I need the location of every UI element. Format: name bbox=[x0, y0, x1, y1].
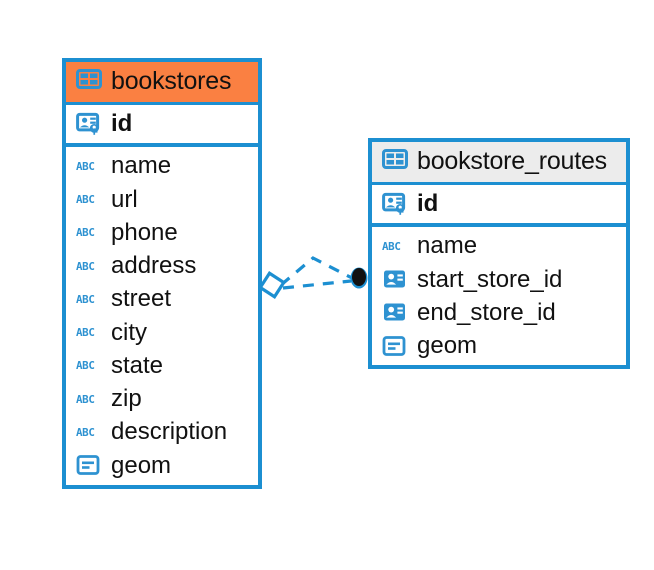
field-row-geom[interactable]: geom bbox=[66, 449, 258, 482]
field-row-primary-key[interactable]: id bbox=[66, 105, 258, 143]
svg-text:ABC: ABC bbox=[76, 426, 95, 439]
abc-text-icon: ABC bbox=[382, 239, 408, 253]
field-label: state bbox=[111, 351, 164, 379]
field-row-name[interactable]: ABC name bbox=[66, 149, 258, 182]
geometry-icon bbox=[76, 454, 102, 476]
abc-text-icon: ABC bbox=[76, 159, 102, 173]
entity-table-bookstores[interactable]: bookstores id bbox=[62, 58, 262, 489]
relationship-line-lower bbox=[282, 279, 352, 290]
foreign-key-icon bbox=[382, 268, 408, 290]
field-row-zip[interactable]: ABC zip bbox=[66, 382, 258, 415]
field-list-bookstores: ABC name ABC url ABC p bbox=[66, 147, 258, 485]
field-label: id bbox=[111, 110, 133, 137]
primary-key-section-bookstores: id bbox=[66, 102, 258, 148]
field-label: zip bbox=[111, 385, 142, 413]
abc-text-icon: ABC bbox=[76, 259, 102, 273]
field-row-city[interactable]: ABC city bbox=[66, 316, 258, 349]
field-row-phone[interactable]: ABC phone bbox=[66, 216, 258, 249]
diamond-outline-marker bbox=[258, 271, 286, 299]
primary-key-icon bbox=[382, 191, 408, 217]
svg-text:ABC: ABC bbox=[76, 326, 95, 339]
foreign-key-icon bbox=[382, 301, 408, 323]
primary-key-icon bbox=[76, 111, 102, 137]
abc-text-icon: ABC bbox=[76, 392, 102, 406]
abc-text-icon: ABC bbox=[76, 292, 102, 306]
field-row-end-store-id[interactable]: end_store_id bbox=[372, 296, 626, 329]
field-row-start-store-id[interactable]: start_store_id bbox=[372, 263, 626, 296]
field-label: url bbox=[111, 185, 138, 213]
field-row-primary-key[interactable]: id bbox=[372, 185, 626, 223]
field-label: id bbox=[417, 190, 439, 217]
abc-text-icon: ABC bbox=[76, 225, 102, 239]
field-row-geom[interactable]: geom bbox=[372, 329, 626, 362]
field-label: street bbox=[111, 285, 172, 313]
table-grid-icon bbox=[76, 67, 102, 96]
abc-text-icon: ABC bbox=[76, 358, 102, 372]
field-label: address bbox=[111, 252, 197, 280]
field-label: name bbox=[111, 152, 172, 180]
field-label: geom bbox=[417, 332, 478, 360]
svg-text:ABC: ABC bbox=[76, 160, 95, 173]
abc-text-icon: ABC bbox=[76, 325, 102, 339]
field-label: end_store_id bbox=[417, 298, 556, 326]
abc-text-icon: ABC bbox=[76, 192, 102, 206]
relationship-line-upper bbox=[279, 256, 353, 287]
svg-text:ABC: ABC bbox=[76, 226, 95, 239]
entity-table-bookstore-routes[interactable]: bookstore_routes bbox=[368, 138, 630, 370]
entity-header-bookstores[interactable]: bookstores bbox=[66, 62, 258, 102]
svg-text:ABC: ABC bbox=[76, 193, 95, 206]
svg-text:ABC: ABC bbox=[76, 293, 95, 306]
field-label: start_store_id bbox=[417, 265, 563, 293]
abc-text-icon: ABC bbox=[76, 425, 102, 439]
field-label: city bbox=[111, 318, 147, 346]
field-row-state[interactable]: ABC state bbox=[66, 349, 258, 382]
entity-name-label: bookstores bbox=[111, 67, 232, 95]
field-row-name[interactable]: ABC name bbox=[372, 229, 626, 262]
field-row-address[interactable]: ABC address bbox=[66, 249, 258, 282]
entity-header-bookstore-routes[interactable]: bookstore_routes bbox=[372, 142, 626, 182]
entity-name-label: bookstore_routes bbox=[417, 147, 607, 175]
field-label: description bbox=[111, 418, 228, 446]
svg-text:ABC: ABC bbox=[76, 393, 95, 406]
field-row-street[interactable]: ABC street bbox=[66, 282, 258, 315]
filled-circle-marker bbox=[350, 267, 368, 289]
field-row-url[interactable]: ABC url bbox=[66, 183, 258, 216]
field-row-description[interactable]: ABC description bbox=[66, 415, 258, 448]
svg-text:ABC: ABC bbox=[76, 359, 95, 372]
field-list-bookstore-routes: ABC name start_store_id bbox=[372, 227, 626, 365]
field-label: name bbox=[417, 232, 478, 260]
svg-text:ABC: ABC bbox=[382, 240, 401, 253]
field-label: phone bbox=[111, 218, 178, 246]
svg-text:ABC: ABC bbox=[76, 260, 95, 273]
geometry-icon bbox=[382, 335, 408, 357]
field-label: geom bbox=[111, 451, 172, 479]
table-grid-icon bbox=[382, 147, 408, 176]
primary-key-section-bookstore-routes: id bbox=[372, 182, 626, 228]
